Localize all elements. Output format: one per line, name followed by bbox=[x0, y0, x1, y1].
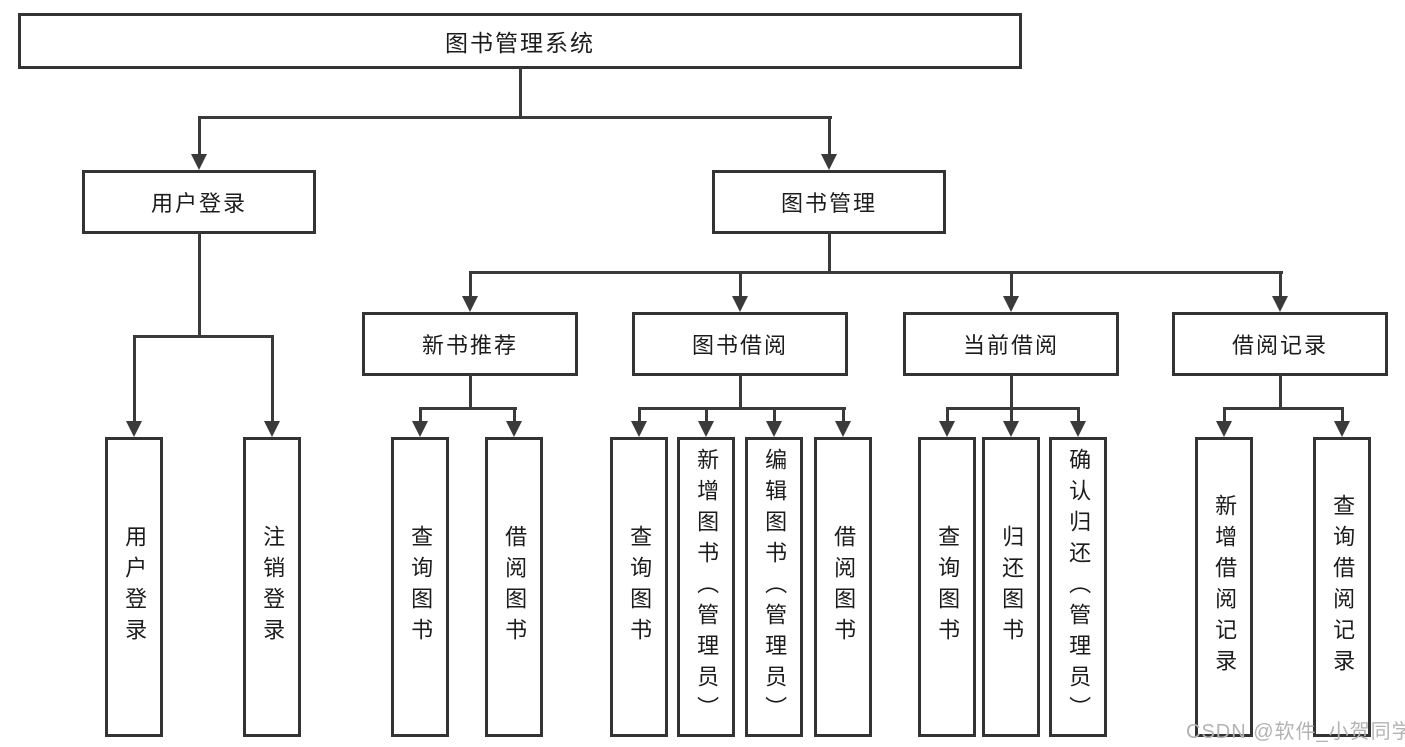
leaf-bb-borrow-books-label: 借阅图书 bbox=[831, 525, 857, 649]
arrowhead-icon bbox=[698, 421, 714, 437]
connector-line bbox=[1010, 271, 1013, 298]
connector-line bbox=[133, 335, 136, 423]
arrowhead-icon bbox=[126, 421, 142, 437]
node-borrow-records: 借阅记录 bbox=[1172, 312, 1388, 376]
connector-line bbox=[739, 374, 742, 408]
leaf-cb-query-books: 查询图书 bbox=[918, 437, 976, 737]
connector-line bbox=[469, 271, 1283, 274]
arrowhead-icon bbox=[1334, 421, 1350, 437]
leaf-logout: 注销登录 bbox=[243, 437, 301, 737]
connector-line bbox=[133, 335, 274, 338]
leaf-bb-borrow-books: 借阅图书 bbox=[814, 437, 872, 737]
arrowhead-icon bbox=[412, 421, 428, 437]
node-borrow-records-label: 借阅记录 bbox=[1231, 333, 1328, 358]
connector-line bbox=[198, 232, 201, 337]
connector-line bbox=[1010, 407, 1013, 423]
leaf-bb-add-books-admin-label: 新增图书（管理员） bbox=[694, 447, 720, 727]
connector-line bbox=[842, 407, 845, 423]
leaf-br-query-record: 查询借阅记录 bbox=[1313, 437, 1371, 737]
connector-line bbox=[828, 116, 831, 156]
root-node-label: 图书管理系统 bbox=[445, 30, 595, 56]
leaf-br-query-record-label: 查询借阅记录 bbox=[1330, 494, 1356, 680]
leaf-nb-borrow-books: 借阅图书 bbox=[485, 437, 543, 737]
arrowhead-icon bbox=[766, 421, 782, 437]
node-book-management: 图书管理 bbox=[712, 170, 946, 234]
arrowhead-icon bbox=[1272, 296, 1288, 312]
leaf-nb-query-books: 查询图书 bbox=[391, 437, 449, 737]
arrowhead-icon bbox=[1003, 421, 1019, 437]
leaf-cb-confirm-return-admin: 确认归还（管理员） bbox=[1049, 437, 1107, 737]
connector-line bbox=[469, 271, 472, 298]
node-current-borrow: 当前借阅 bbox=[903, 312, 1119, 376]
root-node-library-system: 图书管理系统 bbox=[18, 13, 1022, 69]
arrowhead-icon bbox=[1216, 421, 1232, 437]
arrowhead-icon bbox=[264, 421, 280, 437]
connector-line bbox=[773, 407, 776, 423]
connector-line bbox=[1341, 407, 1344, 423]
arrowhead-icon bbox=[939, 421, 955, 437]
connector-line bbox=[469, 374, 472, 408]
leaf-bb-add-books-admin: 新增图书（管理员） bbox=[677, 437, 735, 737]
arrowhead-icon bbox=[462, 296, 478, 312]
connector-line bbox=[519, 67, 522, 118]
node-user-login: 用户登录 bbox=[82, 170, 316, 234]
leaf-cb-confirm-return-admin-label: 确认归还（管理员） bbox=[1066, 447, 1092, 727]
connector-line bbox=[638, 407, 846, 410]
connector-line bbox=[198, 116, 832, 119]
connector-line bbox=[1010, 374, 1013, 408]
leaf-bb-query-books: 查询图书 bbox=[610, 437, 668, 737]
connector-line bbox=[271, 335, 274, 423]
connector-line bbox=[1223, 407, 1344, 410]
node-new-book-recommend-label: 新书推荐 bbox=[421, 333, 518, 358]
leaf-nb-borrow-books-label: 借阅图书 bbox=[502, 525, 528, 649]
leaf-user-login-label: 用户登录 bbox=[122, 525, 148, 649]
leaf-br-add-record: 新增借阅记录 bbox=[1195, 437, 1253, 737]
node-current-borrow-label: 当前借阅 bbox=[962, 333, 1059, 358]
connector-line bbox=[1279, 374, 1282, 408]
connector-line bbox=[828, 232, 831, 274]
connector-line bbox=[419, 407, 517, 410]
leaf-br-add-record-label: 新增借阅记录 bbox=[1212, 494, 1238, 680]
connector-line bbox=[513, 407, 516, 423]
arrowhead-icon bbox=[1070, 421, 1086, 437]
arrowhead-icon bbox=[732, 296, 748, 312]
connector-line bbox=[198, 116, 201, 156]
arrowhead-icon bbox=[631, 421, 647, 437]
arrowhead-icon bbox=[1003, 296, 1019, 312]
node-book-borrow-label: 图书借阅 bbox=[691, 333, 788, 358]
node-book-management-label: 图书管理 bbox=[780, 191, 877, 216]
connector-line bbox=[946, 407, 1080, 410]
leaf-user-login: 用户登录 bbox=[105, 437, 163, 737]
leaf-logout-label: 注销登录 bbox=[260, 525, 286, 649]
node-new-book-recommend: 新书推荐 bbox=[362, 312, 578, 376]
leaf-bb-edit-books-admin: 编辑图书（管理员） bbox=[745, 437, 803, 737]
connector-line bbox=[1279, 271, 1282, 298]
connector-line bbox=[1223, 407, 1226, 423]
connector-line bbox=[739, 271, 742, 298]
leaf-cb-query-books-label: 查询图书 bbox=[935, 525, 961, 649]
leaf-cb-return-books-label: 归还图书 bbox=[999, 525, 1025, 649]
leaf-cb-return-books: 归还图书 bbox=[982, 437, 1040, 737]
connector-line bbox=[638, 407, 641, 423]
csdn-watermark: CSDN @软件_小贺同学 bbox=[1186, 721, 1405, 743]
connector-line bbox=[705, 407, 708, 423]
connector-line bbox=[946, 407, 949, 423]
arrowhead-icon bbox=[191, 154, 207, 170]
connector-line bbox=[419, 407, 422, 423]
node-user-login-label: 用户登录 bbox=[150, 191, 247, 216]
node-book-borrow: 图书借阅 bbox=[632, 312, 848, 376]
leaf-bb-query-books-label: 查询图书 bbox=[627, 525, 653, 649]
arrowhead-icon bbox=[506, 421, 522, 437]
leaf-bb-edit-books-admin-label: 编辑图书（管理员） bbox=[762, 447, 788, 727]
connector-line bbox=[1077, 407, 1080, 423]
arrowhead-icon bbox=[835, 421, 851, 437]
leaf-nb-query-books-label: 查询图书 bbox=[408, 525, 434, 649]
arrowhead-icon bbox=[821, 154, 837, 170]
